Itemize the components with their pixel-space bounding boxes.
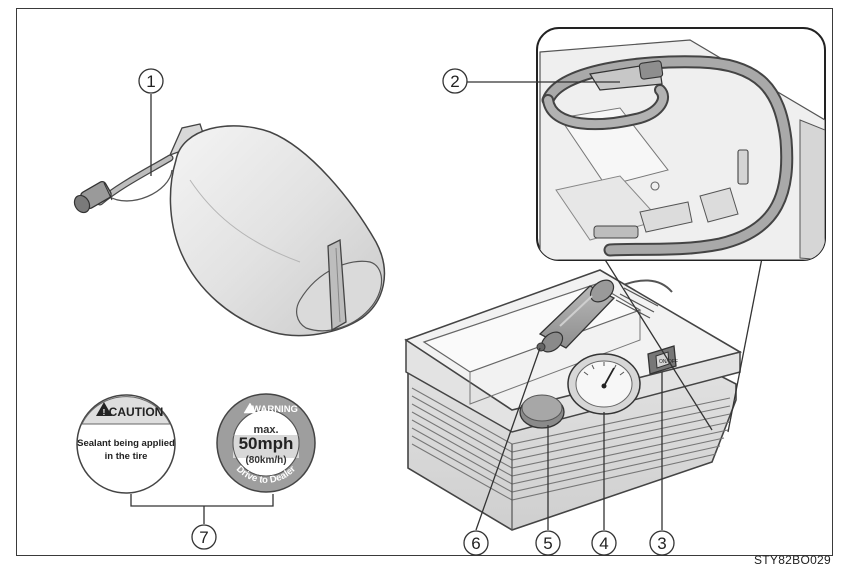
svg-text:1: 1 — [146, 72, 155, 91]
sticker-bracket — [131, 494, 273, 506]
callout-7: 7 — [192, 525, 216, 549]
inset-detail — [537, 28, 825, 260]
caution-title: CAUTION — [109, 405, 164, 419]
caution-line-1: Sealant being applied — [77, 438, 175, 449]
warning-speed: 50mph — [239, 434, 294, 453]
callout-5: 5 — [536, 531, 560, 555]
air-release-button — [520, 395, 564, 428]
callout-3: 3 — [650, 531, 674, 555]
warning-title: WARNING — [252, 404, 298, 415]
callout-2: 2 — [443, 69, 467, 93]
svg-text:!: ! — [103, 408, 106, 417]
inset-leader-right — [728, 258, 762, 432]
svg-text:5: 5 — [543, 534, 552, 553]
sealant-bottle — [71, 124, 384, 336]
compressor: ON/OFF — [406, 270, 740, 530]
svg-text:2: 2 — [450, 72, 459, 91]
pressure-gauge — [568, 354, 640, 414]
callout-4: 4 — [592, 531, 616, 555]
warning-sticker: WARNING max. 50mph (80km/h) Drive to Dea… — [217, 394, 315, 492]
callout-1: 1 — [139, 69, 163, 93]
svg-text:6: 6 — [471, 534, 480, 553]
svg-text:3: 3 — [657, 534, 666, 553]
caution-line-2: in the tire — [105, 451, 148, 462]
svg-text:4: 4 — [599, 534, 608, 553]
svg-text:7: 7 — [199, 528, 208, 547]
callout-6: 6 — [464, 531, 488, 555]
warning-kmh: (80km/h) — [245, 455, 286, 466]
caution-sticker: ! CAUTION Sealant being applied in the t… — [77, 395, 175, 493]
figure-code: STY82BO029 — [754, 553, 831, 567]
